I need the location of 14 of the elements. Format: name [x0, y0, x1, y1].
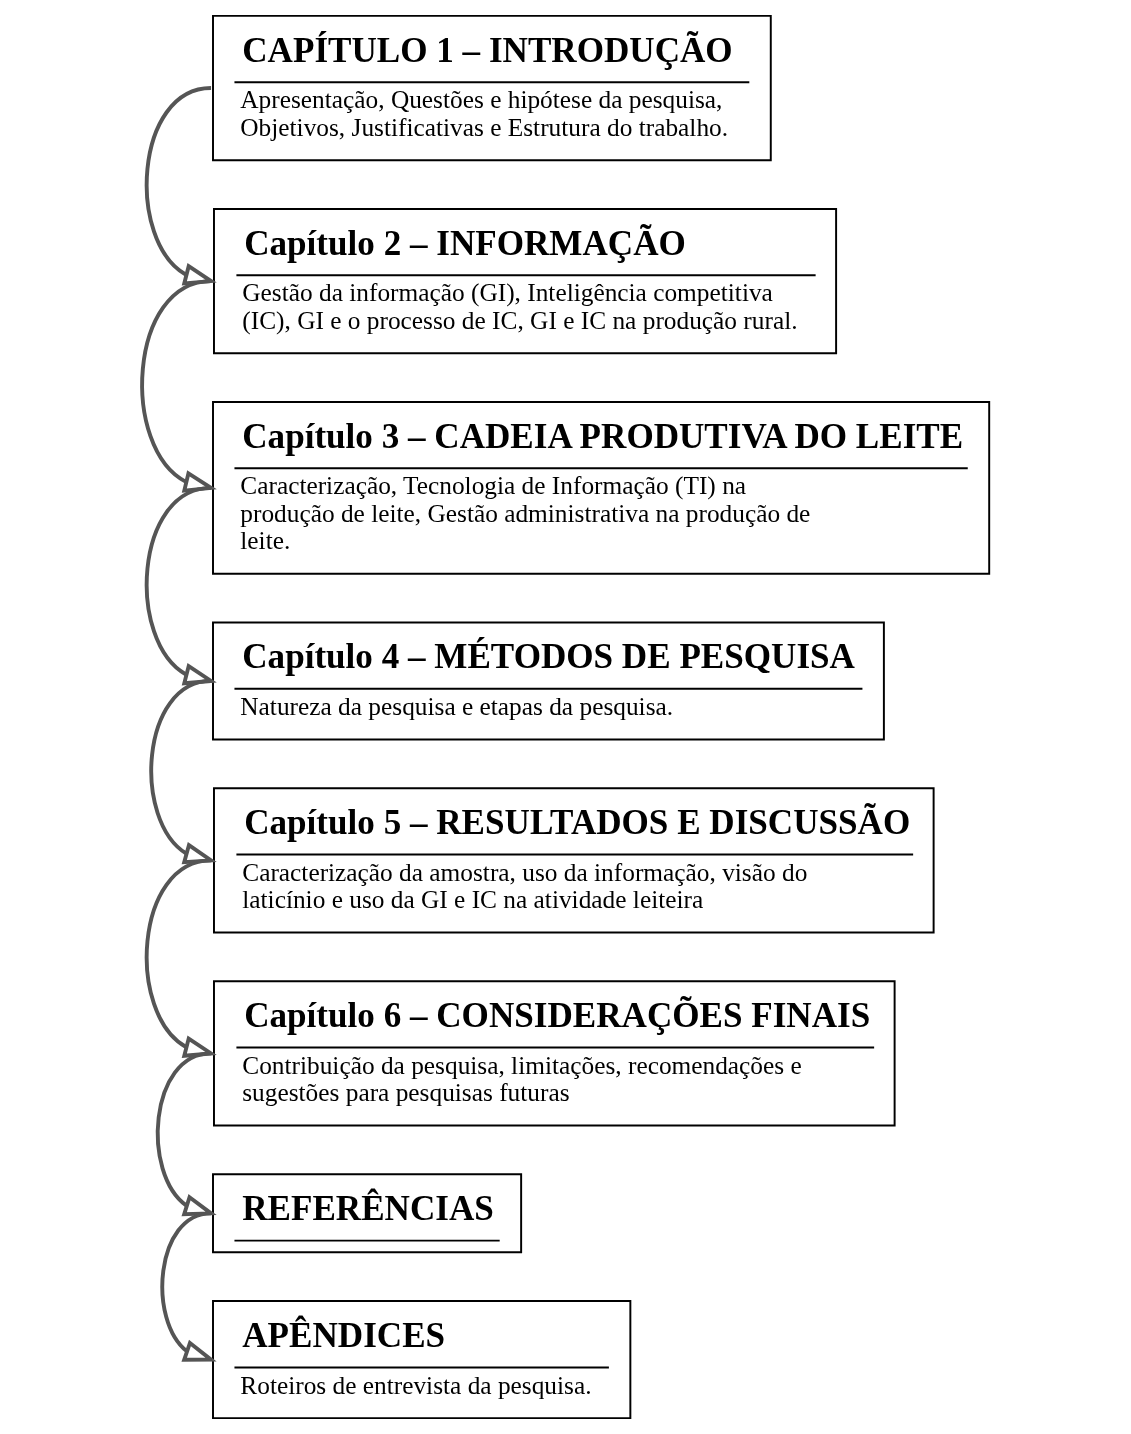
node-box: Capítulo 5 – RESULTADOS E DISCUSSÃO Caracterização da amostra, uso da informação, visão do laticínio e uso da GI e IC na atividade leiteira: [213, 787, 935, 934]
arrow: [140, 279, 217, 493]
node-box: Capítulo 2 – INFORMAÇÃO Gestão da informação (GI), Inteligência competitiva (IC), GI e o processo de IC, GI e IC na produção rural.: [213, 208, 838, 355]
node-box: APÊNDICES Roteiros de entrevista da pesquisa.: [212, 1300, 632, 1420]
node-box: REFERÊNCIAS: [212, 1173, 523, 1254]
node-box: Capítulo 3 – CADEIA PRODUTIVA DO LEITE Caracterização, Tecnologia de Informação (TI) na produção de leite, Gestão administrativa na produção de leite.: [212, 401, 991, 575]
node-box: Capítulo 4 – MÉTODOS DE PESQUISA Natureza da pesquisa e etapas da pesquisa.: [212, 621, 885, 741]
arrow: [149, 679, 217, 865]
arrow: [144, 86, 217, 286]
arrow: [155, 1051, 217, 1217]
node-box: CAPÍTULO 1 – INTRODUÇÃO Apresentação, Questões e hipótese da pesquisa, Objetivos, Justificativas e Estrutura do trabalho.: [212, 14, 772, 162]
arrow: [144, 858, 217, 1058]
arrow: [144, 485, 217, 686]
node-box: Capítulo 6 – CONSIDERAÇÕES FINAIS Contribuição da pesquisa, limitações, recomendações e sugestões para pesquisas futuras: [213, 980, 896, 1127]
